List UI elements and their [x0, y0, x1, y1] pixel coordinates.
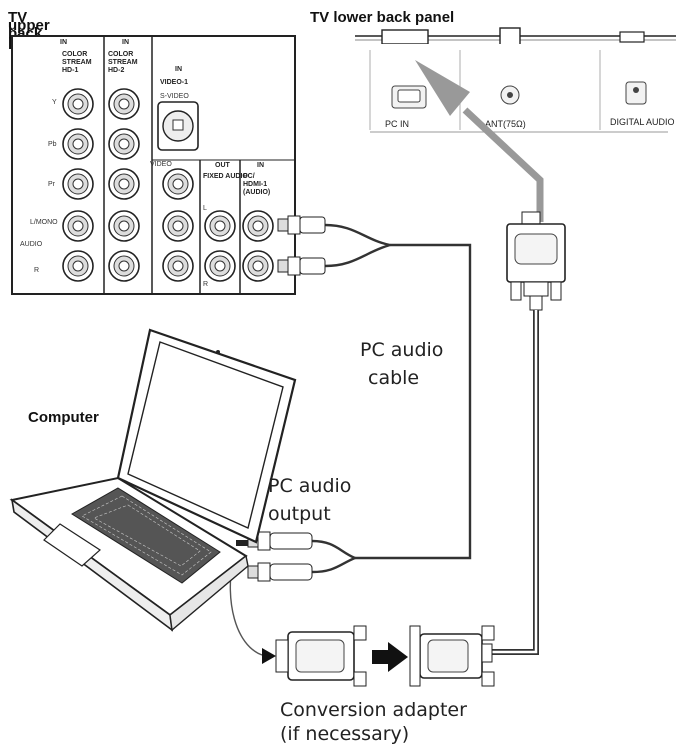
- pc-audio-cable-label-line2: cable: [368, 367, 419, 389]
- pc-audio-cable-label-line1: PC audio: [360, 339, 443, 361]
- if-necessary-label: (if necessary): [280, 723, 409, 745]
- rca-jack: [162, 210, 194, 242]
- out-label: OUT: [215, 162, 231, 169]
- rca-jack: [62, 128, 94, 160]
- antenna-port: [500, 85, 520, 105]
- pc-in-label: PC IN: [385, 119, 409, 129]
- digital-audio-out-label: DIGITAL AUDIO OUT: [610, 117, 676, 127]
- l-mark: L: [203, 205, 207, 212]
- pc-in-port: [391, 85, 427, 109]
- row-pr-label: Pr: [48, 181, 56, 188]
- rca-jack: [108, 210, 140, 242]
- rca-jack: [108, 88, 140, 120]
- conversion-adapter-label: Conversion adapter: [280, 699, 467, 721]
- fixed-audio-label: FIXED AUDIO: [203, 173, 248, 180]
- rca-plug-bottom-upper: [277, 256, 326, 276]
- row-l-mono-label: L/MONO: [30, 219, 58, 226]
- vga-cable: [409, 211, 566, 687]
- pc-audio-output-label-line1: PC audio: [268, 475, 351, 497]
- laptop-computer: [9, 328, 297, 632]
- rca-plug-top-upper: [277, 215, 326, 235]
- in-label-1: IN: [60, 39, 67, 46]
- rca-jack: [62, 88, 94, 120]
- pc-audio-output-label-line2: output: [268, 503, 331, 525]
- video1-label: VIDEO-1: [160, 79, 188, 86]
- lower-back-panel: PC IN ANT(75Ω) DIGITAL AUDIO OUT: [355, 27, 676, 133]
- in-label-3: IN: [175, 66, 182, 73]
- conversion-adapter: [275, 625, 367, 687]
- row-pb-label: Pb: [48, 141, 57, 148]
- rca-jack: [108, 250, 140, 282]
- rca-jack-group: [62, 88, 274, 282]
- rca-jack: [62, 250, 94, 282]
- svideo-label: S-VIDEO: [160, 93, 189, 100]
- row-y-label: Y: [52, 99, 57, 106]
- adapter-arrow: [372, 642, 408, 672]
- in-label-2: IN: [122, 39, 129, 46]
- laptop-screen: [116, 328, 297, 544]
- rca-jack: [108, 128, 140, 160]
- computer-label: Computer: [28, 409, 99, 426]
- touchpad: [43, 523, 101, 567]
- rca-jack: [162, 168, 194, 200]
- rca-jack: [62, 168, 94, 200]
- pc-in-arrow: [415, 60, 544, 222]
- rca-jack: [162, 250, 194, 282]
- row-r-label: R: [34, 267, 39, 274]
- rca-jack: [204, 250, 236, 282]
- rca-jack: [242, 250, 274, 282]
- row-audio-label: AUDIO: [20, 241, 43, 248]
- rca-jack: [242, 210, 274, 242]
- vga-plug-adapter-side: [409, 625, 495, 687]
- keyboard: [71, 487, 221, 584]
- pc-hdmi-audio-label: PC/HDMI-1(AUDIO): [243, 173, 270, 196]
- audio-out-port: [236, 540, 248, 546]
- in-label-4: IN: [257, 162, 264, 169]
- video-label: VIDEO: [150, 161, 172, 168]
- r-mark: R: [203, 281, 208, 288]
- rca-jack: [62, 210, 94, 242]
- rca-jack: [108, 168, 140, 200]
- rca-plug-bottom-computer: [247, 562, 313, 582]
- rca-jack: [204, 210, 236, 242]
- lower-panel-title: TV lower back panel: [310, 9, 454, 26]
- pc-audio-cable: [247, 215, 472, 582]
- digital-audio-port: [625, 81, 647, 105]
- ant-label: ANT(75Ω): [485, 119, 526, 129]
